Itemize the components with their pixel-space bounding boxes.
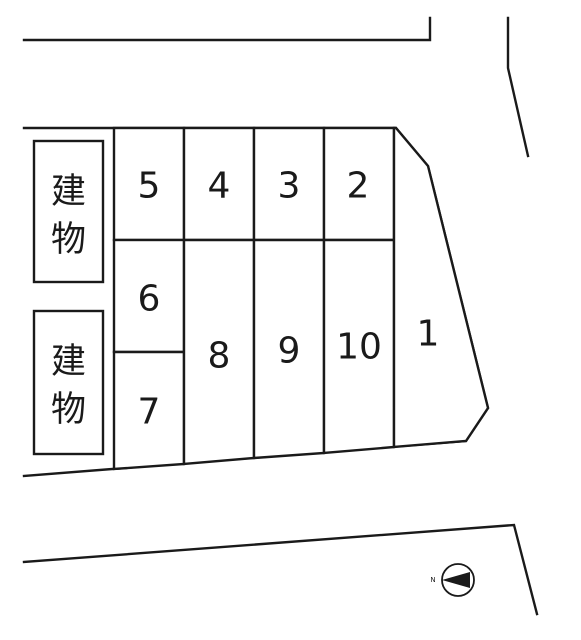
parking-lot-9-number: 9 — [278, 331, 301, 372]
parking-lot-3-number: 3 — [278, 166, 301, 207]
parking-lot-8-number: 8 — [208, 336, 231, 377]
parking-lot-10[interactable]: 10 — [322, 238, 396, 455]
parking-lot-1[interactable]: 1 — [392, 126, 490, 449]
compass-arrow — [442, 572, 470, 588]
buildings: 建 物 建 物 — [32, 139, 105, 456]
parking-lot-2[interactable]: 2 — [322, 126, 396, 242]
bottom-road-edge — [22, 523, 539, 616]
parking-lot-7-number: 7 — [138, 392, 161, 433]
building-lower-label-line2: 物 — [51, 390, 86, 430]
right-road-edge — [506, 16, 530, 158]
building-upper-label-line2: 物 — [51, 220, 86, 260]
parking-lot-1-number: 1 — [417, 314, 440, 355]
building-upper-outline — [32, 139, 105, 284]
parking-lot-5-number: 5 — [138, 166, 161, 207]
parking-lot-3-outline — [252, 126, 326, 242]
parking-lot-6[interactable]: 6 — [112, 238, 186, 354]
parking-lot-4[interactable]: 4 — [182, 126, 256, 242]
building-lower-outline — [32, 309, 105, 456]
building-upper-label-line1: 建 — [51, 172, 86, 212]
top-road-edge — [22, 16, 432, 42]
parking-lot-6-outline — [112, 238, 186, 354]
parking-lot-7[interactable]: 7 — [112, 350, 186, 471]
parking-lot-4-number: 4 — [208, 166, 231, 207]
parking-lot-8[interactable]: 8 — [182, 238, 256, 466]
parking-lot-3[interactable]: 3 — [252, 126, 326, 242]
parking-lot-2-number: 2 — [347, 166, 370, 207]
compass-north-label: N — [430, 576, 435, 584]
parking-lot-1-outline — [392, 126, 490, 449]
parking-lot-9[interactable]: 9 — [252, 238, 326, 460]
parking-lots: 5 4 3 2 6 7 8 — [112, 126, 490, 471]
parking-lot-4-outline — [182, 126, 256, 242]
parking-lot-5[interactable]: 5 — [112, 126, 186, 242]
parking-lot-6-number: 6 — [138, 279, 161, 320]
building-lower-label-line1: 建 — [51, 342, 86, 382]
parking-lot-10-number: 10 — [336, 327, 382, 368]
north-arrow-icon: N — [430, 563, 475, 597]
building-lower: 建 物 — [32, 309, 105, 456]
building-upper: 建 物 — [32, 139, 105, 284]
site-boundary-lines — [22, 16, 539, 616]
